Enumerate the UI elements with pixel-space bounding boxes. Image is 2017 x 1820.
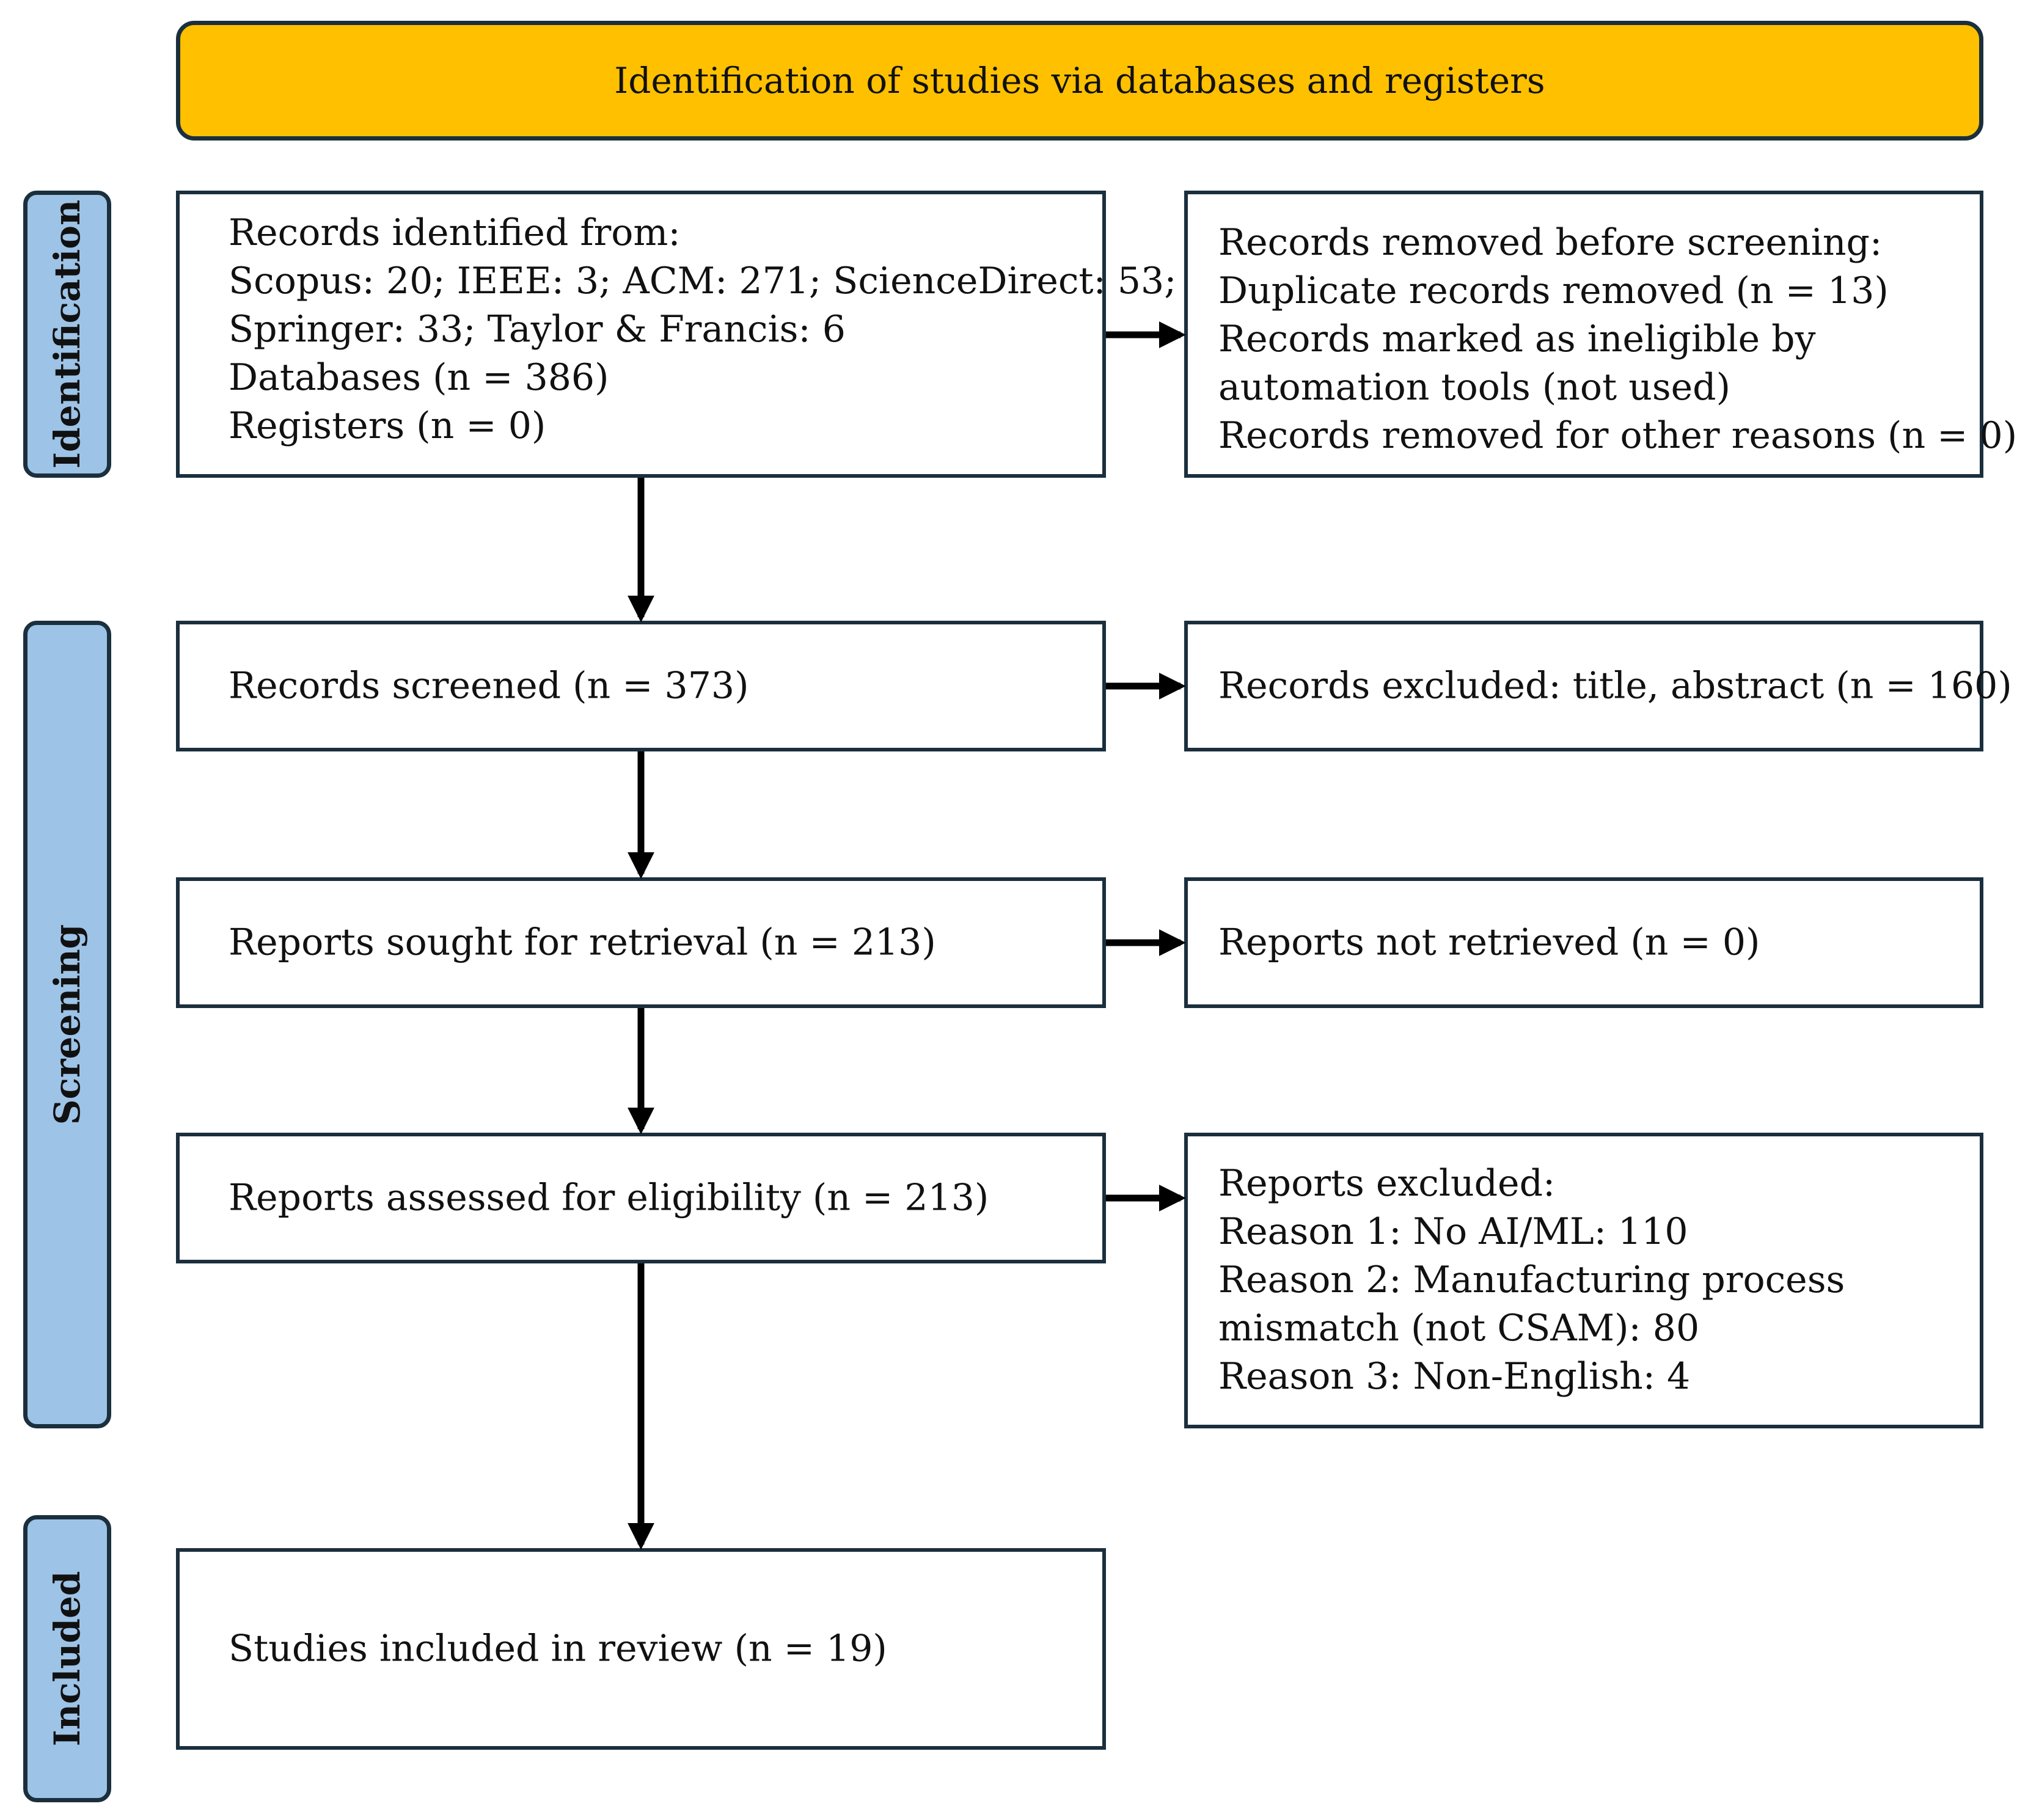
records-removed-line: Records marked as ineligible by <box>1218 318 1816 360</box>
phase-screening: Screening <box>23 621 111 1428</box>
records-removed-text: Records removed before screening: Duplic… <box>1218 219 2017 460</box>
records-identified-box: Records identified from: Scopus: 20; IEE… <box>176 191 1176 478</box>
studies-included-box: Studies included in review (n = 19) <box>176 1548 1106 1750</box>
reports-sought-text: Reports sought for retrieval (n = 213) <box>229 921 936 964</box>
records-identified-line: Databases (n = 386) <box>229 356 609 399</box>
studies-included-text: Studies included in review (n = 19) <box>229 1627 887 1670</box>
reports-not-retrieved-text: Reports not retrieved (n = 0) <box>1218 921 1760 964</box>
records-identified-line: Records identified from: <box>229 211 681 254</box>
records-identified-line: Registers (n = 0) <box>229 404 546 447</box>
reports-excluded-line: Reports excluded: <box>1218 1162 1556 1205</box>
records-identified-text: Records identified from: Scopus: 20; IEE… <box>229 209 1176 450</box>
reports-not-retrieved-box: Reports not retrieved (n = 0) <box>1184 877 1983 1008</box>
reports-excluded-box: Reports excluded: Reason 1: No AI/ML: 11… <box>1184 1133 1983 1428</box>
records-excluded-box: Records excluded: title, abstract (n = 1… <box>1184 621 2012 751</box>
reports-sought-box: Reports sought for retrieval (n = 213) <box>176 877 1106 1008</box>
phase-included: Included <box>23 1515 111 1802</box>
reports-assessed-text: Reports assessed for eligibility (n = 21… <box>229 1176 989 1219</box>
reports-excluded-text: Reports excluded: Reason 1: No AI/ML: 11… <box>1218 1160 1845 1401</box>
records-identified-line: Scopus: 20; IEEE: 3; ACM: 271; ScienceDi… <box>229 260 1177 302</box>
records-removed-line: Records removed for other reasons (n = 0… <box>1218 414 2017 457</box>
records-screened-text: Records screened (n = 373) <box>229 664 749 707</box>
records-identified-line: Springer: 33; Taylor & Francis: 6 <box>229 308 846 351</box>
records-excluded-text: Records excluded: title, abstract (n = 1… <box>1218 664 2012 707</box>
header-title: Identification of studies via databases … <box>614 60 1545 101</box>
reports-excluded-line: Reason 3: Non-English: 4 <box>1218 1355 1691 1398</box>
records-removed-line: automation tools (not used) <box>1218 366 1730 409</box>
records-removed-line: Duplicate records removed (n = 13) <box>1218 269 1889 312</box>
reports-excluded-line: Reason 1: No AI/ML: 110 <box>1218 1210 1688 1253</box>
header-banner: Identification of studies via databases … <box>176 21 1983 141</box>
reports-excluded-line: Reason 2: Manufacturing process <box>1218 1259 1845 1301</box>
records-removed-box: Records removed before screening: Duplic… <box>1184 191 2017 478</box>
reports-assessed-box: Reports assessed for eligibility (n = 21… <box>176 1133 1106 1263</box>
records-removed-line: Records removed before screening: <box>1218 221 1883 264</box>
records-screened-box: Records screened (n = 373) <box>176 621 1106 751</box>
phase-identification: Identification <box>23 191 111 478</box>
reports-excluded-line: mismatch (not CSAM): 80 <box>1218 1307 1700 1350</box>
